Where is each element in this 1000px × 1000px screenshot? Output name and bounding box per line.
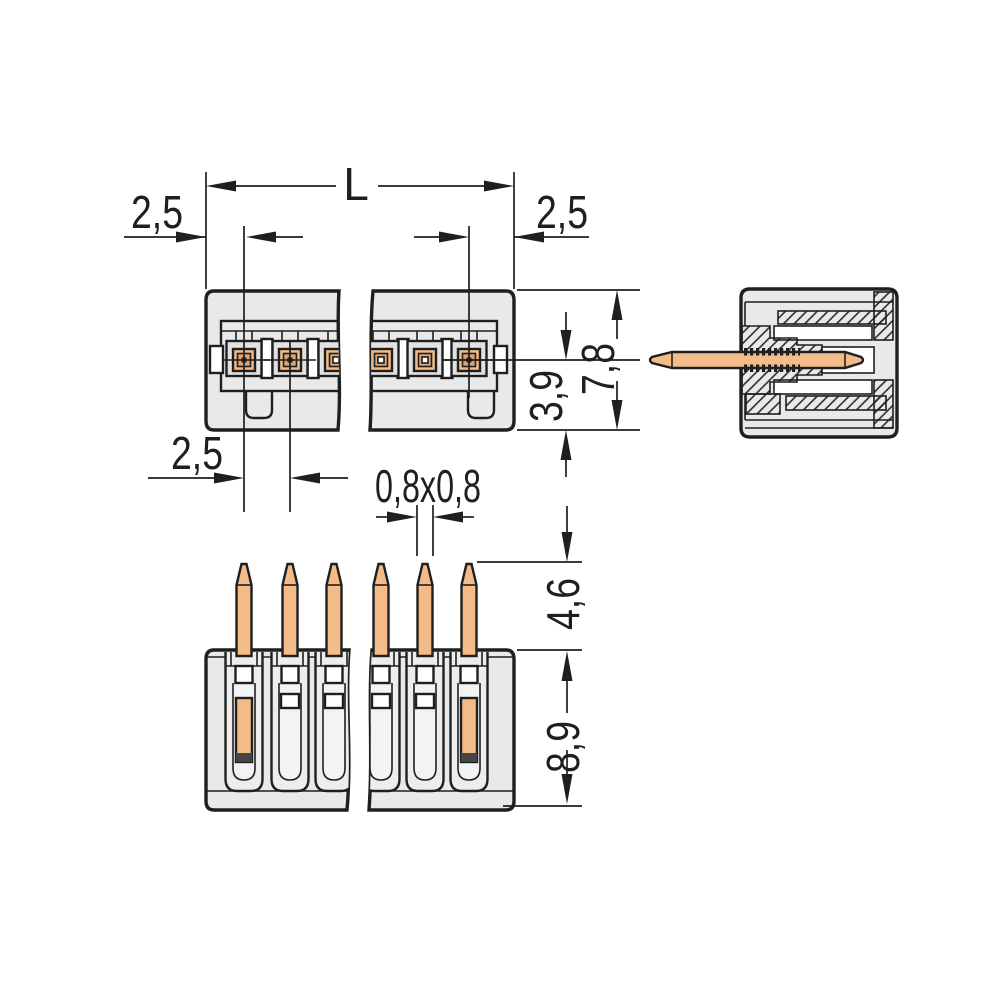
pin-center-hole (377, 356, 385, 364)
dim-label-edge-right: 2,5 (536, 186, 588, 238)
pin-retention-foot (745, 393, 781, 415)
contact-window (415, 664, 435, 685)
contact-window (459, 664, 479, 685)
cell-separator (306, 337, 320, 380)
solder-pin (281, 562, 299, 658)
pin-retention-dark (461, 753, 477, 762)
solder-pin (235, 562, 253, 658)
dim-label-housing-depth: 7,8 (572, 343, 624, 395)
contact-window (371, 664, 391, 685)
dim-label-overall-length: L (343, 158, 369, 210)
mating-slot-bottom (773, 379, 873, 395)
dimensions: L 2,5 2,5 2,5 0,8x0,8 3,9 (124, 158, 624, 804)
housing-wall-hatch-right-top (873, 291, 894, 341)
contact-notch (370, 692, 392, 710)
contact-notch (279, 692, 301, 710)
latch-tab (208, 344, 225, 375)
contact-notch (323, 692, 345, 710)
reference-lines (205, 172, 640, 807)
pin-center-hole (421, 356, 429, 364)
coding-notch (244, 391, 274, 420)
cell-separator (260, 337, 274, 380)
pin-knurl-bottom (744, 364, 800, 372)
mating-slot-top (773, 325, 873, 341)
housing-wall-hatch-bottom (785, 395, 887, 411)
solder-pin (372, 562, 390, 658)
coding-notch (466, 391, 496, 420)
contact-window (280, 664, 300, 685)
dim-label-housing-height: 8,9 (537, 721, 589, 773)
front-right-internals (369, 652, 514, 793)
dim-label-pin-protrusion: 4,6 (537, 578, 589, 630)
dim-label-pin-cross-section: 0,8x0,8 (375, 460, 481, 512)
side-view-section (648, 287, 899, 439)
contact-notch (414, 692, 436, 710)
pin-center-hole (332, 356, 340, 364)
pin-retention-dark (236, 753, 252, 762)
housing-wall-hatch-right-bottom (873, 379, 894, 429)
solder-pin (460, 562, 478, 658)
dim-label-center-to-face: 3,9 (520, 370, 572, 422)
solder-pins (235, 562, 478, 658)
dim-label-edge-left: 2,5 (131, 186, 183, 238)
pin-in-channel (459, 696, 479, 764)
contact-window (234, 664, 254, 685)
contact-window (324, 664, 344, 685)
solder-pin (325, 562, 343, 658)
dim-label-pitch: 2,5 (171, 427, 223, 479)
pin-knurl-top (744, 348, 800, 356)
pin-in-channel (234, 696, 254, 764)
front-left-internals (206, 652, 349, 793)
solder-pin (416, 562, 434, 658)
front-view (204, 562, 516, 812)
housing-wall-hatch-top (777, 310, 887, 325)
